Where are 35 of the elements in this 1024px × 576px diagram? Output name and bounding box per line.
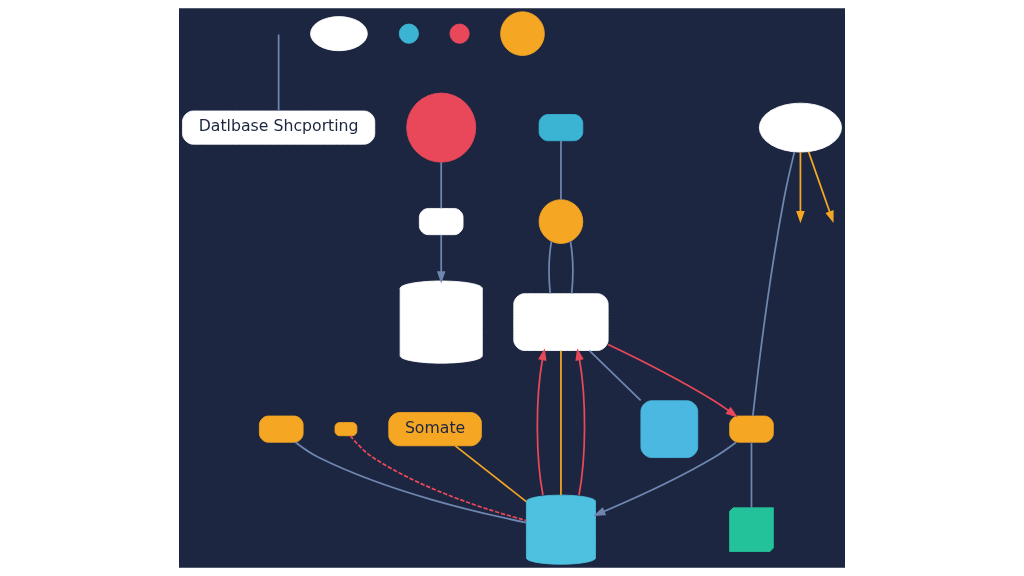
node-box xyxy=(334,422,358,437)
arrow xyxy=(807,150,834,224)
connector xyxy=(750,441,753,509)
connector xyxy=(569,240,574,295)
connector xyxy=(560,349,562,496)
node-box xyxy=(538,114,584,142)
connector xyxy=(277,33,280,112)
node-box xyxy=(513,293,609,351)
node-box: Somate xyxy=(388,412,482,447)
node-circle xyxy=(500,11,545,56)
node-box xyxy=(258,415,304,443)
arrow xyxy=(436,234,446,284)
arrow xyxy=(607,343,738,418)
connector xyxy=(588,349,642,402)
connector xyxy=(349,434,528,522)
node-circle xyxy=(449,23,470,44)
connector xyxy=(751,151,796,417)
connector xyxy=(294,441,528,524)
arrow xyxy=(575,348,586,496)
connector xyxy=(440,161,443,210)
node-box xyxy=(729,415,774,443)
node-cloud xyxy=(758,102,842,153)
node-circle xyxy=(538,199,584,244)
node-box xyxy=(418,208,464,236)
arrow xyxy=(536,348,547,496)
node-circle xyxy=(406,92,477,163)
node-cloud xyxy=(310,16,368,52)
connector xyxy=(560,140,562,201)
node-box xyxy=(640,400,699,458)
arrow xyxy=(593,441,737,516)
connector xyxy=(548,240,553,295)
connector xyxy=(454,445,528,503)
arrow xyxy=(796,151,805,224)
node-circle xyxy=(398,23,419,44)
node-box: Datlbase Shcporting xyxy=(182,110,376,145)
